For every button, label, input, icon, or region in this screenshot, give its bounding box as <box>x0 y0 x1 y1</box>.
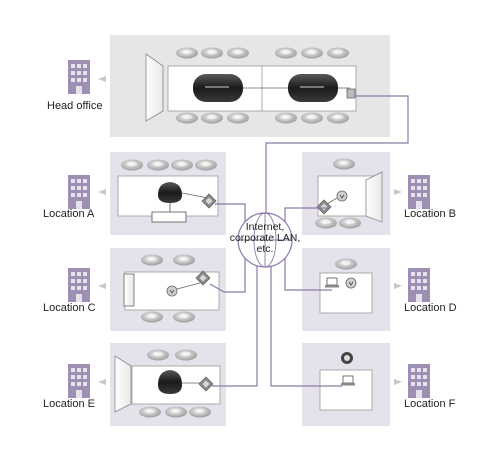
location-d-building-icon <box>394 268 430 302</box>
location-c-label: Location C <box>43 302 96 314</box>
network-label-line3: etc. <box>256 243 274 255</box>
network-connections <box>209 95 409 387</box>
location-a-label: Location A <box>43 208 95 220</box>
location-f-building-icon <box>394 364 430 398</box>
location-c-room <box>110 248 226 331</box>
location-a-room <box>110 152 226 235</box>
location-f-room <box>302 343 390 426</box>
location-d-label: Location D <box>404 302 457 314</box>
network-globe <box>237 212 293 268</box>
location-b-building-icon <box>394 175 430 209</box>
location-e-label: Location E <box>43 398 95 410</box>
location-e-building-icon <box>68 364 106 398</box>
location-b-room <box>302 152 390 235</box>
head-office-label: Head office <box>47 100 103 112</box>
location-c-building-icon <box>68 268 106 302</box>
location-b-label: Location B <box>404 208 456 220</box>
location-a-building-icon <box>68 175 106 209</box>
head-office-building-icon <box>68 60 106 94</box>
network-label-line1: Internet, <box>245 221 285 233</box>
location-f-label: Location F <box>404 398 456 410</box>
head-office-room <box>110 35 390 137</box>
location-d-room <box>302 248 390 331</box>
location-e-room <box>110 343 226 426</box>
network-label: Internet, corporate LAN, etc. <box>220 222 310 255</box>
network-label-line2: corporate LAN, <box>229 232 301 244</box>
